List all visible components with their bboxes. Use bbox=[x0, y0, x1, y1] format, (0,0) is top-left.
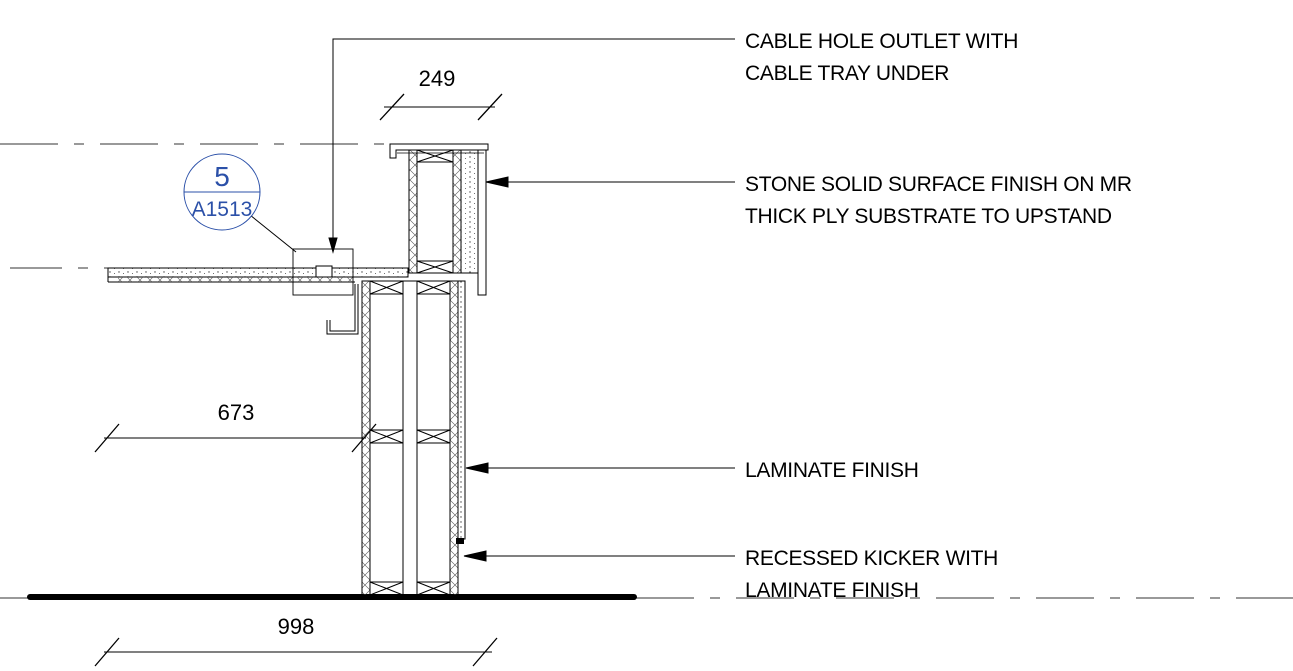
label-cable-hole-line2: CABLE TRAY UNDER bbox=[745, 62, 949, 85]
detail-tag: 5 A1513 bbox=[183, 153, 261, 231]
dimension-overall-depth: 998 bbox=[94, 614, 498, 667]
leader-laminate-arrow bbox=[465, 462, 489, 474]
label-kicker-line1: RECESSED KICKER WITH bbox=[745, 547, 998, 570]
dimension-673-text: 673 bbox=[218, 400, 255, 425]
leader-stone-finish-arrow bbox=[485, 176, 509, 188]
label-stone-finish-line1: STONE SOLID SURFACE FINISH ON MR bbox=[745, 173, 1132, 196]
detail-sheet: A1513 bbox=[192, 198, 253, 221]
dimension-998-text: 998 bbox=[278, 614, 315, 639]
leader-cable-hole-arrow bbox=[328, 237, 338, 254]
dimension-desk-depth: 673 bbox=[94, 400, 377, 453]
leaders bbox=[249, 38, 735, 562]
label-kicker-line2: LAMINATE FINISH bbox=[745, 579, 919, 602]
dimension-249-text: 249 bbox=[419, 66, 456, 91]
label-stone-finish-line2: THICK PLY SUBSTRATE TO UPSTAND bbox=[745, 205, 1112, 228]
leader-detail-tag bbox=[249, 214, 297, 253]
pedestal-frame bbox=[361, 280, 466, 596]
detail-number: 5 bbox=[214, 161, 230, 192]
desk-worktop bbox=[107, 267, 409, 283]
dimension-upstand-width: 249 bbox=[379, 66, 503, 121]
upstand bbox=[389, 143, 489, 296]
leader-cable-hole bbox=[332, 38, 735, 246]
cable-tray bbox=[326, 284, 359, 335]
cable-hole-outlet bbox=[292, 248, 354, 296]
label-cable-hole-line1: CABLE HOLE OUTLET WITH bbox=[745, 30, 1018, 53]
label-laminate: LAMINATE FINISH bbox=[745, 459, 919, 482]
annotations: CABLE HOLE OUTLET WITH CABLE TRAY UNDER … bbox=[745, 30, 1132, 602]
leader-kicker-arrow bbox=[463, 550, 487, 562]
recessed-kicker bbox=[456, 538, 464, 544]
